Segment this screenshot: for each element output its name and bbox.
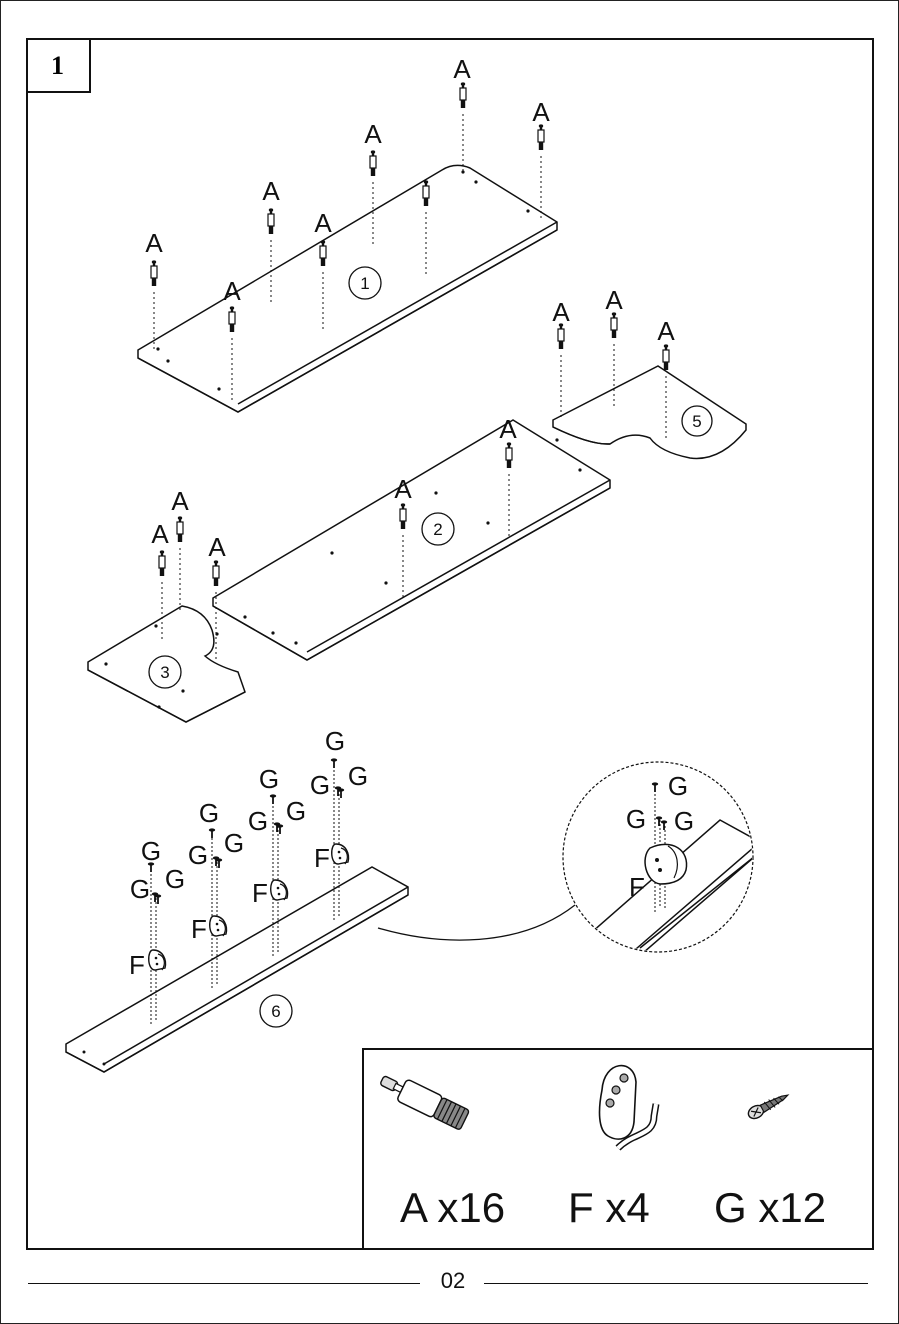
dowel-icon <box>377 1069 470 1131</box>
dowel-label: A <box>499 414 517 444</box>
dowel-label: A <box>151 519 169 549</box>
dowel-label: A <box>262 176 280 206</box>
svg-text:G: G <box>286 796 306 826</box>
svg-text:G: G <box>165 864 185 894</box>
svg-text:G: G <box>325 726 345 756</box>
dowel-label: A <box>364 119 382 149</box>
svg-text:F: F <box>191 914 207 944</box>
dowel-label: A <box>208 532 226 562</box>
panel-number-5: 5 <box>692 412 701 431</box>
svg-text:F: F <box>129 950 145 980</box>
detail-leader-line <box>378 905 575 940</box>
panel-number-3: 3 <box>160 663 169 682</box>
dowel-label: A <box>394 474 412 504</box>
part-label-f: F x4 <box>568 1184 650 1232</box>
hook-icon <box>600 1066 656 1148</box>
svg-text:G: G <box>348 761 368 791</box>
svg-text:G: G <box>310 770 330 800</box>
dowel-label: A <box>532 97 550 127</box>
panel-number-6: 6 <box>271 1002 280 1021</box>
detail-callout: G G G F <box>560 762 760 990</box>
svg-text:F: F <box>252 878 268 908</box>
panel-1 <box>138 165 557 412</box>
panel-number-1: 1 <box>360 274 369 293</box>
dowel-label: A <box>145 228 163 258</box>
panel-5-dowels <box>558 312 669 370</box>
svg-text:G: G <box>626 804 646 834</box>
dowel-label: A <box>605 285 623 315</box>
svg-text:G: G <box>199 798 219 828</box>
footer-rule-right <box>484 1283 868 1284</box>
svg-text:G: G <box>668 771 688 801</box>
svg-text:G: G <box>141 836 161 866</box>
svg-text:G: G <box>259 764 279 794</box>
dowel-label: A <box>453 54 471 84</box>
dowel-label: A <box>552 297 570 327</box>
page-number: 02 <box>425 1268 481 1294</box>
svg-text:F: F <box>629 872 645 902</box>
panel-6 <box>66 867 408 1072</box>
panel-2 <box>213 420 610 660</box>
svg-text:G: G <box>248 806 268 836</box>
dowel-label: A <box>223 276 241 306</box>
svg-text:G: G <box>188 840 208 870</box>
dowel-label: A <box>171 486 189 516</box>
dowel-label: A <box>314 208 332 238</box>
svg-text:F: F <box>314 843 330 873</box>
parts-list-box: A x16 F x4 G x12 <box>362 1048 872 1248</box>
part-label-g: G x12 <box>714 1184 826 1232</box>
screw-icon <box>746 1090 790 1121</box>
dowel-label: A <box>657 316 675 346</box>
screw-labels: G G G G G G G G G G G G <box>130 726 368 904</box>
footer-rule-left <box>28 1283 420 1284</box>
panel-5 <box>553 366 746 458</box>
part-label-a: A x16 <box>400 1184 505 1232</box>
svg-text:G: G <box>674 806 694 836</box>
svg-text:G: G <box>130 874 150 904</box>
panel-number-2: 2 <box>433 520 442 539</box>
svg-text:G: G <box>224 828 244 858</box>
